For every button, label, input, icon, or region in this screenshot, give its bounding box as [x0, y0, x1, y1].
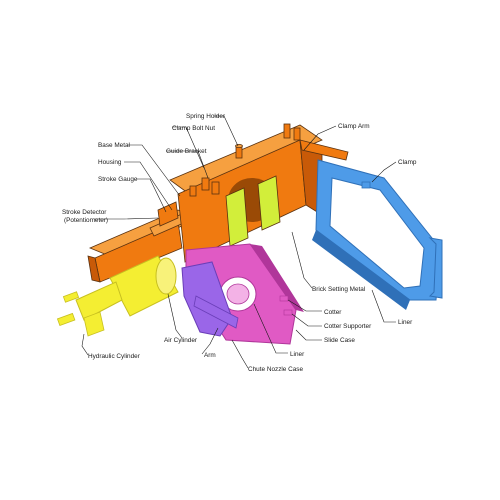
liner-lime-left — [225, 187, 249, 247]
label-guide-bracket: Guide Bracket — [166, 148, 207, 155]
spring-holder-cap — [235, 143, 243, 148]
label-slide-case: Slide Case — [324, 337, 355, 344]
base-metal-beam-end — [87, 255, 101, 283]
leader-air-cylinder — [167, 293, 183, 339]
label-liner-bottom: Liner — [290, 351, 305, 358]
clamp-arm — [299, 139, 349, 161]
label-air-cylinder: Air Cylinder — [164, 337, 198, 344]
leader-housing — [124, 161, 173, 211]
leader-guide-bracket — [166, 150, 209, 179]
leader-spring-holder — [214, 115, 239, 147]
clamp-bolt-post-1 — [283, 123, 291, 139]
cotter-2 — [283, 309, 293, 316]
nozzle-liner — [226, 283, 250, 305]
leader-cotter-supporter — [291, 313, 322, 327]
leader-lines — [81, 115, 397, 369]
leader-stroke-gauge — [136, 178, 167, 213]
label-potentiometer: (Potentiometer) — [64, 217, 108, 224]
leader-chute-nozzle-case — [231, 339, 249, 369]
clamp-bolt-blue — [361, 181, 371, 189]
hydraulic-cylinder — [56, 255, 179, 337]
cylinder-fitting-2 — [56, 312, 76, 327]
leader-liner-bottom — [253, 303, 288, 354]
cylinder-clevis — [83, 311, 105, 337]
labels: Spring Holder Clamp Bolt Nut Clamp Arm B… — [62, 113, 417, 373]
clamp-bolt-post-2 — [293, 127, 301, 141]
label-stroke-detector: Stroke Detector — [62, 209, 107, 216]
leader-arm — [201, 327, 219, 355]
leader-clamp-arm — [303, 125, 337, 151]
cylinder-rod — [75, 281, 123, 321]
label-base-metal: Base Metal — [98, 142, 130, 149]
leader-stroke-detector — [94, 217, 159, 220]
label-clamp: Clamp — [398, 159, 417, 166]
label-liner-right: Liner — [398, 319, 413, 326]
clamp-frame — [312, 159, 443, 310]
leader-liner-right — [371, 289, 396, 323]
leader-cotter — [287, 299, 322, 312]
leader-clamp — [371, 161, 397, 183]
label-spring-holder: Spring Holder — [186, 113, 226, 120]
label-chute-nozzle-case: Chute Nozzle Case — [248, 366, 304, 373]
leader-base-metal — [128, 144, 181, 197]
leader-brick-setting-metal — [291, 231, 313, 289]
label-housing: Housing — [98, 159, 122, 166]
housing-stud — [189, 185, 197, 197]
guide-bracket-2 — [211, 181, 220, 195]
label-cotter: Cotter — [324, 309, 342, 316]
cylinder-fitting-1 — [62, 291, 80, 303]
label-clamp-arm: Clamp Arm — [338, 123, 370, 130]
clamp-handle — [428, 237, 443, 299]
leader-clamp-bolt-nut — [172, 126, 205, 169]
cotter-1 — [279, 295, 289, 302]
leader-slide-case — [295, 329, 322, 341]
guide-bracket-1 — [201, 177, 210, 191]
liner-lime-right — [257, 175, 281, 231]
label-cotter-supporter: Cotter Supporter — [324, 323, 372, 330]
label-arm: Arm — [204, 352, 216, 359]
clamp-frame-depth — [312, 230, 410, 310]
case-side — [250, 244, 304, 312]
label-brick-setting-metal: Brick Setting Metal — [312, 286, 365, 293]
arm-link — [193, 295, 239, 329]
clamp-frame-window — [329, 177, 425, 289]
leader-hydraulic-cylinder — [81, 333, 89, 356]
cylinder-end-cap — [155, 257, 177, 295]
label-hydraulic-cylinder: Hydraulic Cylinder — [88, 353, 141, 360]
label-clamp-bolt-nut: Clamp Bolt Nut — [172, 125, 215, 132]
stroke-detector-block — [157, 201, 179, 227]
label-stroke-gauge: Stroke Gauge — [98, 176, 138, 183]
arm-plate — [181, 261, 239, 337]
